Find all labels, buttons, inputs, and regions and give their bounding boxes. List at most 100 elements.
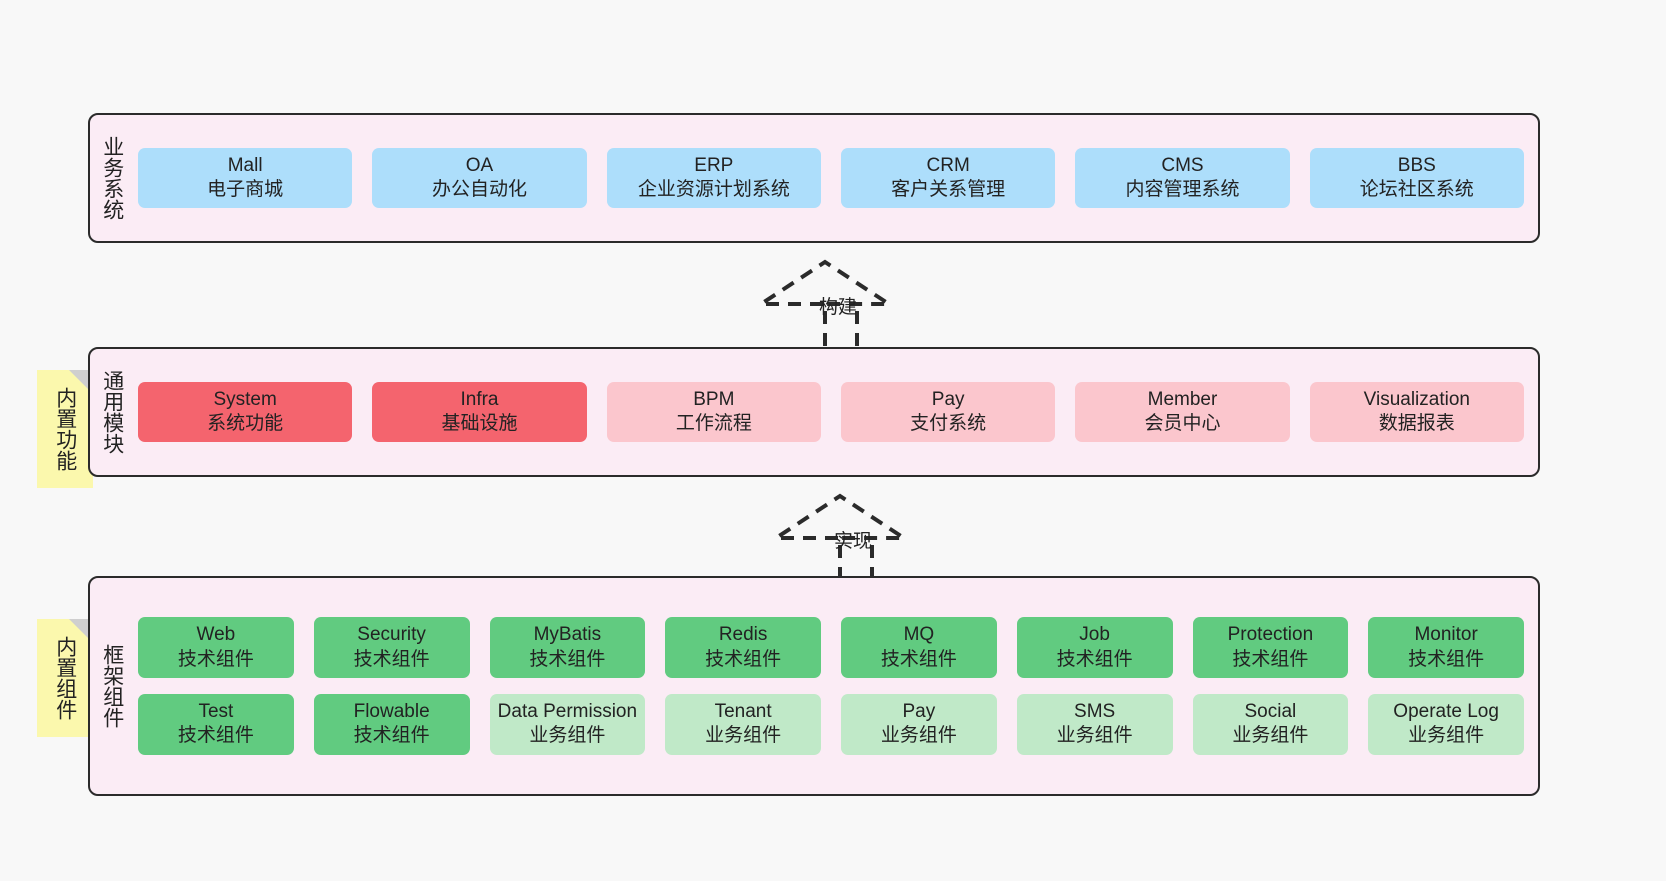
- component-box-monitor[interactable]: Monitor 技术组件: [1368, 617, 1524, 678]
- layer-business-system-title: 业务系统: [100, 136, 124, 220]
- business-box-mall-name: Mall: [227, 154, 263, 176]
- component-box-protection-name: Protection: [1227, 624, 1314, 646]
- business-box-mall-desc: 电子商城: [207, 179, 284, 200]
- module-box-bpm-desc: 工作流程: [675, 413, 752, 434]
- module-box-pay-name: Pay: [931, 388, 965, 410]
- component-box-redis-name: Redis: [718, 624, 768, 646]
- connector-implement: 实现: [769, 492, 920, 582]
- component-box-social-name: Social: [1244, 701, 1297, 722]
- connector-build-label: 构建: [819, 297, 858, 318]
- component-box-flowable[interactable]: Flowable 技术组件: [313, 694, 470, 755]
- component-box-tenant[interactable]: Tenant 业务组件: [665, 694, 821, 755]
- component-box-web-desc: 技术组件: [177, 648, 254, 670]
- layer-framework-components-body: Web 技术组件 Security 技术组件 MyBatis 技术组件 Redi…: [134, 578, 1538, 794]
- module-box-visualization-desc: 数据报表: [1378, 413, 1455, 434]
- component-box-pay-desc: 业务组件: [880, 725, 957, 747]
- business-box-crm-name: CRM: [926, 154, 970, 176]
- layer-business-system: 业务系统 Mall 电子商城 OA 办公自动化 ERP 企业资源计划系统 CRM…: [88, 113, 1540, 243]
- business-box-erp-name: ERP: [694, 154, 734, 176]
- business-box-erp[interactable]: ERP 企业资源计划系统: [606, 147, 821, 209]
- connector-build-shape: [754, 259, 896, 346]
- component-box-pay[interactable]: Pay 业务组件: [841, 694, 997, 755]
- module-box-infra-name: Infra: [460, 388, 499, 410]
- component-box-redis[interactable]: Redis 技术组件: [665, 617, 821, 678]
- module-box-pay[interactable]: Pay 支付系统: [840, 381, 1056, 443]
- module-box-bpm[interactable]: BPM 工作流程: [606, 381, 821, 443]
- module-box-member[interactable]: Member 会员中心: [1075, 381, 1290, 443]
- component-box-mybatis-name: MyBatis: [533, 624, 602, 646]
- component-box-monitor-desc: 技术组件: [1408, 648, 1485, 670]
- component-box-sms[interactable]: SMS 业务组件: [1016, 694, 1173, 755]
- module-box-member-desc: 会员中心: [1144, 413, 1221, 434]
- module-box-bpm-name: BPM: [693, 388, 735, 410]
- connector-build: 构建: [754, 258, 905, 348]
- component-box-security-name: Security: [357, 624, 426, 646]
- module-box-system[interactable]: System 系统功能: [138, 381, 353, 443]
- component-box-operate-log[interactable]: Operate Log 业务组件: [1368, 694, 1524, 755]
- component-box-monitor-name: Monitor: [1414, 624, 1478, 646]
- layer-framework-components: 框架组件 Web 技术组件 Security 技术组件 MyBatis 技术组件…: [88, 576, 1540, 796]
- component-box-redis-desc: 技术组件: [705, 648, 782, 670]
- module-box-system-desc: 系统功能: [207, 413, 284, 434]
- component-box-mybatis[interactable]: MyBatis 技术组件: [489, 617, 646, 678]
- module-box-pay-desc: 支付系统: [910, 413, 987, 434]
- note-builtin-feature-label: 内置功能: [53, 387, 77, 471]
- component-box-pay-name: Pay: [902, 701, 936, 722]
- component-box-social-desc: 业务组件: [1232, 725, 1309, 747]
- component-box-job[interactable]: Job 技术组件: [1016, 617, 1173, 678]
- layer-business-system-body: Mall 电子商城 OA 办公自动化 ERP 企业资源计划系统 CRM 客户关系…: [134, 115, 1538, 241]
- generalization-arrow-icon: [769, 493, 911, 580]
- module-box-infra-desc: 基础设施: [441, 413, 518, 434]
- layer-common-modules: 通用模块 System 系统功能 Infra 基础设施 BPM 工作流程 Pay…: [88, 347, 1540, 477]
- module-box-infra[interactable]: Infra 基础设施: [372, 381, 587, 443]
- component-box-mq[interactable]: MQ 技术组件: [841, 617, 997, 678]
- business-box-cms[interactable]: CMS 内容管理系统: [1075, 147, 1290, 209]
- component-box-test[interactable]: Test 技术组件: [138, 694, 294, 755]
- component-box-data-permission[interactable]: Data Permission 业务组件: [489, 694, 646, 755]
- generalization-arrow-icon: [754, 259, 896, 346]
- component-box-social[interactable]: Social 业务组件: [1192, 694, 1349, 755]
- modules-row: System 系统功能 Infra 基础设施 BPM 工作流程 Pay 支付系统…: [138, 381, 1524, 443]
- business-box-bbs-desc: 论坛社区系统: [1359, 179, 1474, 200]
- connector-implement-label: 实现: [834, 531, 873, 552]
- layer-common-modules-title: 通用模块: [100, 370, 124, 454]
- business-box-bbs[interactable]: BBS 论坛社区系统: [1309, 147, 1524, 209]
- note-builtin-component: 内置组件: [37, 619, 93, 737]
- business-row: Mall 电子商城 OA 办公自动化 ERP 企业资源计划系统 CRM 客户关系…: [138, 147, 1524, 209]
- business-box-oa-desc: 办公自动化: [431, 179, 527, 200]
- component-box-tenant-desc: 业务组件: [705, 725, 782, 747]
- business-box-oa[interactable]: OA 办公自动化: [372, 147, 587, 209]
- layer-common-modules-body: System 系统功能 Infra 基础设施 BPM 工作流程 Pay 支付系统…: [134, 349, 1538, 475]
- component-box-test-desc: 技术组件: [177, 725, 254, 747]
- framework-tech-row: Web 技术组件 Security 技术组件 MyBatis 技术组件 Redi…: [138, 617, 1524, 678]
- component-box-flowable-desc: 技术组件: [353, 725, 430, 747]
- business-box-cms-name: CMS: [1161, 154, 1204, 176]
- component-box-sms-name: SMS: [1074, 701, 1116, 722]
- component-box-web[interactable]: Web 技术组件: [138, 617, 294, 678]
- business-box-oa-name: OA: [465, 154, 494, 176]
- note-builtin-component-label: 内置组件: [53, 636, 77, 720]
- business-box-crm[interactable]: CRM 客户关系管理: [840, 147, 1056, 209]
- component-box-data-permission-name: Data Permission: [497, 701, 638, 722]
- business-box-cms-desc: 内容管理系统: [1125, 179, 1240, 200]
- component-box-mybatis-desc: 技术组件: [529, 648, 606, 670]
- component-box-data-permission-desc: 业务组件: [529, 725, 606, 747]
- component-box-job-name: Job: [1079, 624, 1110, 646]
- module-box-system-name: System: [213, 388, 277, 410]
- component-box-protection[interactable]: Protection 技术组件: [1192, 617, 1349, 678]
- business-box-bbs-name: BBS: [1397, 154, 1436, 176]
- component-box-operate-log-name: Operate Log: [1393, 701, 1499, 722]
- business-box-erp-desc: 企业资源计划系统: [637, 179, 790, 200]
- module-box-visualization-name: Visualization: [1363, 388, 1470, 410]
- module-box-visualization[interactable]: Visualization 数据报表: [1309, 381, 1524, 443]
- framework-business-row: Test 技术组件 Flowable 技术组件 Data Permission …: [138, 694, 1524, 755]
- connector-implement-shape: [769, 493, 911, 580]
- component-box-security[interactable]: Security 技术组件: [313, 617, 470, 678]
- note-builtin-feature: 内置功能: [37, 370, 93, 488]
- business-box-mall[interactable]: Mall 电子商城: [138, 147, 353, 209]
- component-box-job-desc: 技术组件: [1056, 648, 1133, 670]
- component-box-tenant-name: Tenant: [714, 701, 772, 722]
- component-box-flowable-name: Flowable: [353, 701, 430, 722]
- module-box-member-name: Member: [1147, 388, 1218, 410]
